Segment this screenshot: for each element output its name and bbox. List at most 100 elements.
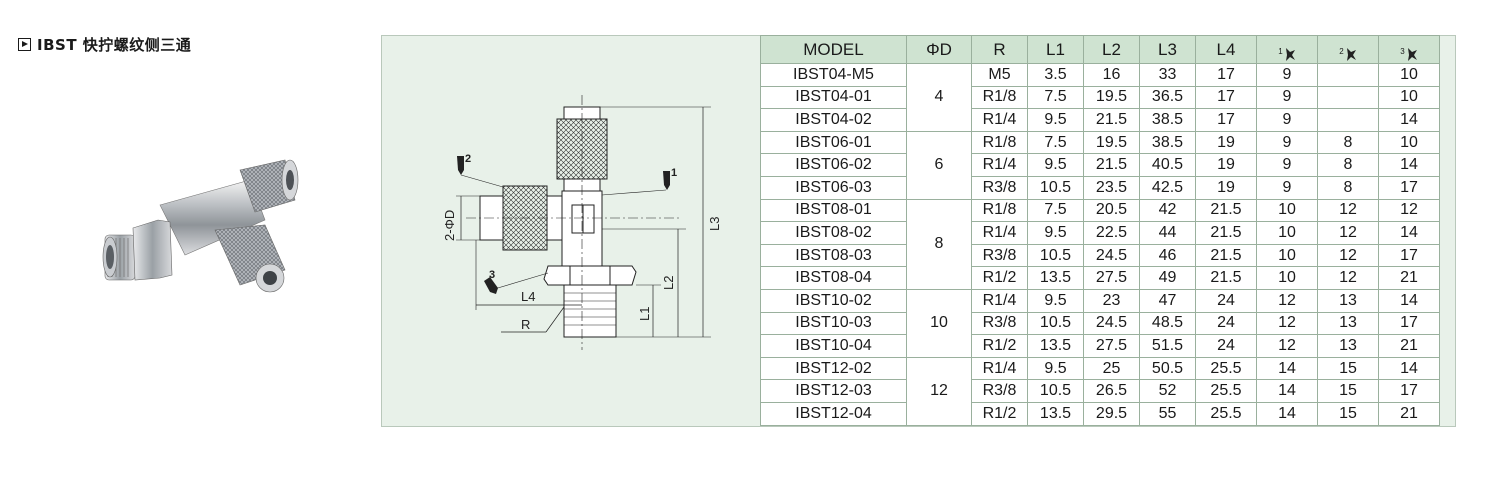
cell-l2: 16	[1083, 63, 1140, 87]
col-l1: L1	[1027, 35, 1084, 64]
cell-wrench2: 15	[1317, 356, 1379, 381]
cell-l1: 9.5	[1027, 288, 1084, 313]
cell-r: R3/8	[971, 243, 1028, 268]
cell-l2: 24.5	[1083, 243, 1140, 268]
cell-l4: 25.5	[1195, 356, 1257, 381]
cell-wrench3: 17	[1378, 175, 1440, 200]
cell-wrench2: 12	[1317, 221, 1379, 245]
cell-model: IBST12-02	[760, 356, 907, 381]
cell-l1: 10.5	[1027, 379, 1084, 403]
wrench-icon	[1407, 47, 1417, 61]
cell-l1: 10.5	[1027, 311, 1084, 336]
dim-l1: L1	[637, 307, 652, 321]
col-l4: L4	[1195, 35, 1257, 64]
cell-wrench2: 13	[1317, 334, 1379, 358]
cell-l2: 23.5	[1083, 175, 1140, 200]
cell-model: IBST04-02	[760, 108, 907, 132]
cell-wrench1: 10	[1256, 221, 1318, 245]
wrench3-label: 3	[489, 269, 495, 281]
cell-l3: 40.5	[1139, 153, 1196, 177]
wrench1-label: 1	[671, 167, 677, 179]
cell-l3: 49	[1139, 266, 1196, 290]
cell-l4: 21.5	[1195, 266, 1257, 290]
cell-l4: 17	[1195, 85, 1257, 110]
wrench-icon	[1346, 47, 1356, 61]
cell-wrench3: 21	[1378, 266, 1440, 290]
cell-r: R1/2	[971, 334, 1028, 358]
cell-l2: 27.5	[1083, 334, 1140, 358]
wrench-icon	[457, 156, 464, 175]
cell-l3: 44	[1139, 221, 1196, 245]
table-header-row: MODEL ΦD R L1 L2 L3 L4 1 2 3	[760, 35, 1440, 64]
col-phi-d: ΦD	[906, 35, 972, 64]
cell-model: IBST10-02	[760, 288, 907, 313]
cell-l2: 22.5	[1083, 221, 1140, 245]
cell-l3: 42.5	[1139, 175, 1196, 200]
cell-r: R1/8	[971, 85, 1028, 110]
cell-model: IBST10-03	[760, 311, 907, 336]
cell-r: R1/4	[971, 356, 1028, 381]
cell-model: IBST04-M5	[760, 63, 907, 87]
cell-model: IBST04-01	[760, 85, 907, 110]
cell-wrench1: 12	[1256, 288, 1318, 313]
cell-l1: 9.5	[1027, 221, 1084, 245]
cell-l4: 21.5	[1195, 243, 1257, 268]
col-wrench2: 2	[1317, 35, 1379, 64]
cell-model: IBST10-04	[760, 334, 907, 358]
cell-model: IBST08-02	[760, 221, 907, 245]
cell-wrench2: 8	[1317, 175, 1379, 200]
cell-wrench3: 17	[1378, 311, 1440, 336]
col-model: MODEL	[760, 35, 907, 64]
cell-wrench3: 14	[1378, 108, 1440, 132]
cell-wrench3: 10	[1378, 130, 1440, 155]
wrench-icon	[484, 277, 498, 294]
cell-l4: 24	[1195, 311, 1257, 336]
cell-r: R1/4	[971, 153, 1028, 177]
cell-wrench2: 8	[1317, 153, 1379, 177]
cell-l3: 42	[1139, 198, 1196, 223]
section-title: IBST 快拧螺纹侧三通	[18, 34, 191, 55]
cell-wrench3: 10	[1378, 63, 1440, 87]
col-r: R	[971, 35, 1028, 64]
cell-wrench1: 12	[1256, 334, 1318, 358]
cell-wrench3: 21	[1378, 401, 1440, 426]
cell-l3: 50.5	[1139, 356, 1196, 381]
cell-wrench3: 14	[1378, 153, 1440, 177]
cell-r: R1/4	[971, 288, 1028, 313]
cell-r: R3/8	[971, 175, 1028, 200]
dim-l2: L2	[661, 276, 676, 290]
cell-wrench2	[1317, 63, 1379, 87]
col-l3: L3	[1139, 35, 1196, 64]
cell-l1: 13.5	[1027, 401, 1084, 426]
cell-wrench2: 15	[1317, 401, 1379, 426]
cell-wrench1: 14	[1256, 379, 1318, 403]
cell-wrench1: 14	[1256, 401, 1318, 426]
cell-phi-d: 4	[906, 63, 972, 132]
cell-wrench1: 10	[1256, 198, 1318, 223]
section-title-text: IBST 快拧螺纹侧三通	[37, 36, 192, 54]
cell-wrench1: 9	[1256, 175, 1318, 200]
cell-wrench3: 14	[1378, 288, 1440, 313]
cell-wrench2: 13	[1317, 311, 1379, 336]
cell-l1: 10.5	[1027, 175, 1084, 200]
cell-l3: 55	[1139, 401, 1196, 426]
cell-r: R1/8	[971, 130, 1028, 155]
dim-r: R	[521, 317, 530, 332]
cell-l1: 13.5	[1027, 266, 1084, 290]
cell-wrench1: 14	[1256, 356, 1318, 381]
product-photo	[102, 159, 299, 293]
cell-phi-d: 12	[906, 356, 972, 426]
cell-l2: 29.5	[1083, 401, 1140, 426]
col-wrench1: 1	[1256, 35, 1318, 64]
wrench2-label: 2	[465, 153, 471, 165]
